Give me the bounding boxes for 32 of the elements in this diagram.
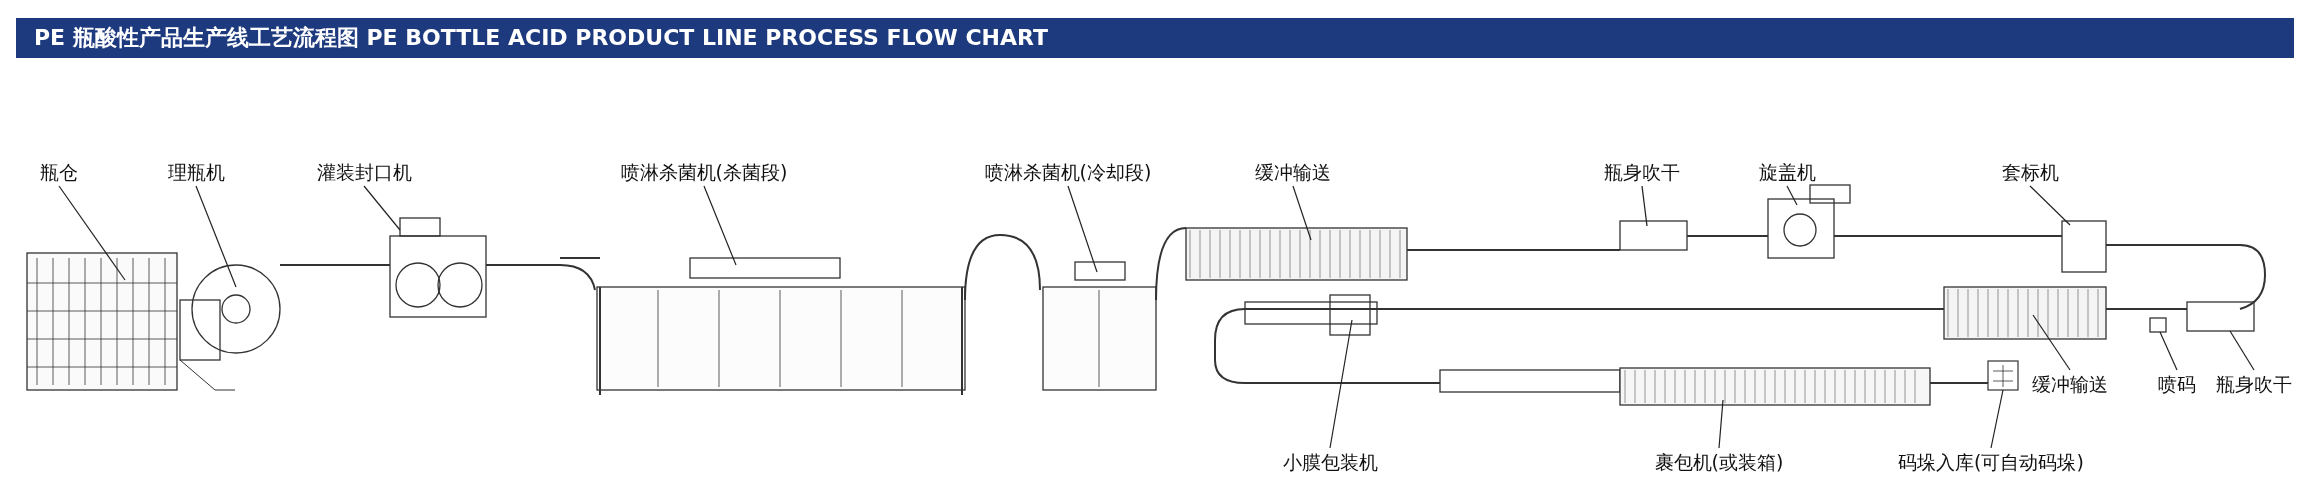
part-label: 喷淋杀菌机(冷却段) xyxy=(984,160,1152,184)
leader-line xyxy=(1641,185,1648,227)
part-label: 理瓶机 xyxy=(167,160,225,184)
part-label: 瓶身吹干 xyxy=(1604,160,1680,184)
leader-line xyxy=(1067,185,1098,273)
part-label: 缓冲输送 xyxy=(1255,160,1331,184)
title-banner: PE 瓶酸性产品生产线工艺流程图 PE BOTTLE ACID PRODUCT LINE PROCESS FLOW CHART xyxy=(16,18,2294,58)
leader-line xyxy=(195,185,237,288)
leader-line xyxy=(1292,185,1312,241)
part-label: 灌装封口机 xyxy=(316,160,412,184)
leader-line xyxy=(1990,389,2004,449)
part-label: 套标机 xyxy=(2001,160,2059,184)
part-label: 瓶仓 xyxy=(40,160,78,184)
part-label: 缓冲输送 xyxy=(2032,372,2108,396)
leader-line xyxy=(2159,331,2178,371)
leader-line xyxy=(2032,314,2071,371)
leader-line xyxy=(2029,185,2071,226)
part-label: 旋盖机 xyxy=(1758,160,1816,184)
part-label: 喷淋杀菌机(杀菌段) xyxy=(620,160,788,184)
part-label: 喷码 xyxy=(2158,372,2196,396)
part-label: 码垛入库(可自动码垛) xyxy=(1898,450,2084,474)
part-label: 裹包机(或装箱) xyxy=(1654,450,1784,474)
leader-line xyxy=(1329,319,1353,449)
leader-line xyxy=(58,185,126,281)
part-label: 小膜包装机 xyxy=(1282,450,1378,474)
part-label: 瓶身吹干 xyxy=(2216,372,2292,396)
leader-line xyxy=(2229,330,2255,371)
leader-line xyxy=(1718,399,1724,449)
leader-line xyxy=(703,185,737,266)
leader-line xyxy=(363,185,401,231)
pallet-stack-icon xyxy=(1987,360,2019,391)
leader-line xyxy=(1786,185,1798,206)
